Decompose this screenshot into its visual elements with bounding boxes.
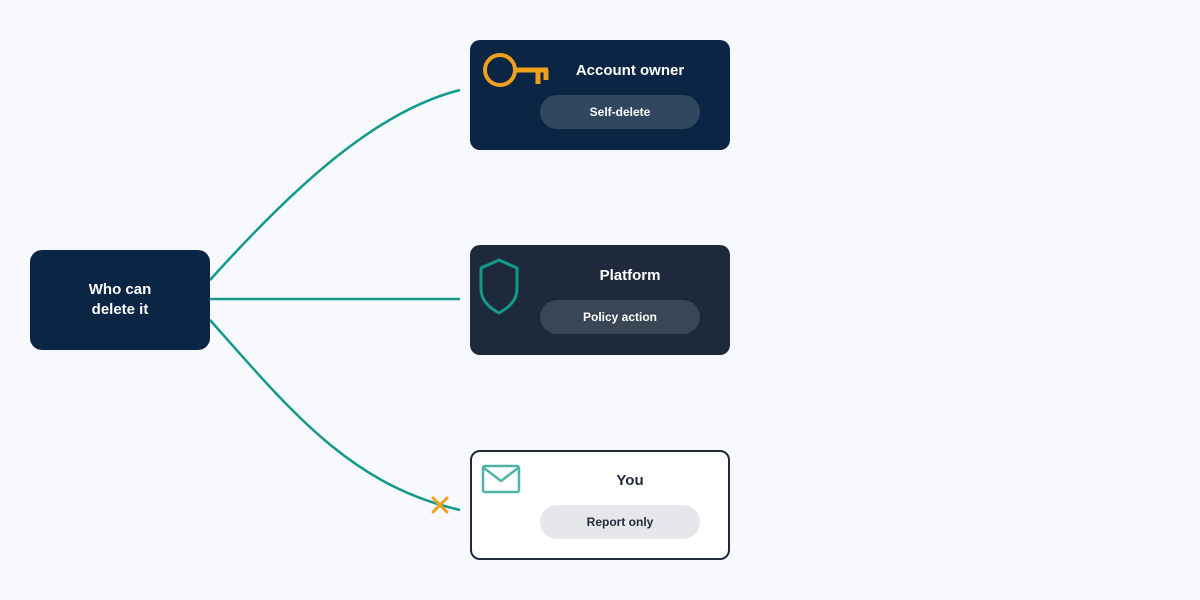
mail-icon — [481, 464, 521, 494]
root-label: Who can delete it — [88, 281, 152, 318]
shield-icon — [479, 258, 519, 315]
card-title: You — [616, 472, 644, 489]
key-icon — [483, 53, 549, 87]
card-you: You Report only — [470, 450, 730, 560]
root-node: Who can delete it — [30, 250, 210, 350]
report-only-button[interactable]: Report only — [540, 505, 700, 539]
connector-account-owner — [209, 88, 461, 281]
card-title: Platform — [599, 267, 661, 284]
policy-action-button[interactable]: Policy action — [540, 300, 700, 334]
card-platform: Platform Policy action — [470, 245, 730, 355]
blocked-cross-icon — [431, 496, 449, 514]
self-delete-button[interactable]: Self-delete — [540, 95, 700, 129]
connector-you — [209, 319, 461, 512]
card-account-owner: Account owner Self-delete — [470, 40, 730, 150]
card-title: Account owner — [575, 62, 685, 79]
